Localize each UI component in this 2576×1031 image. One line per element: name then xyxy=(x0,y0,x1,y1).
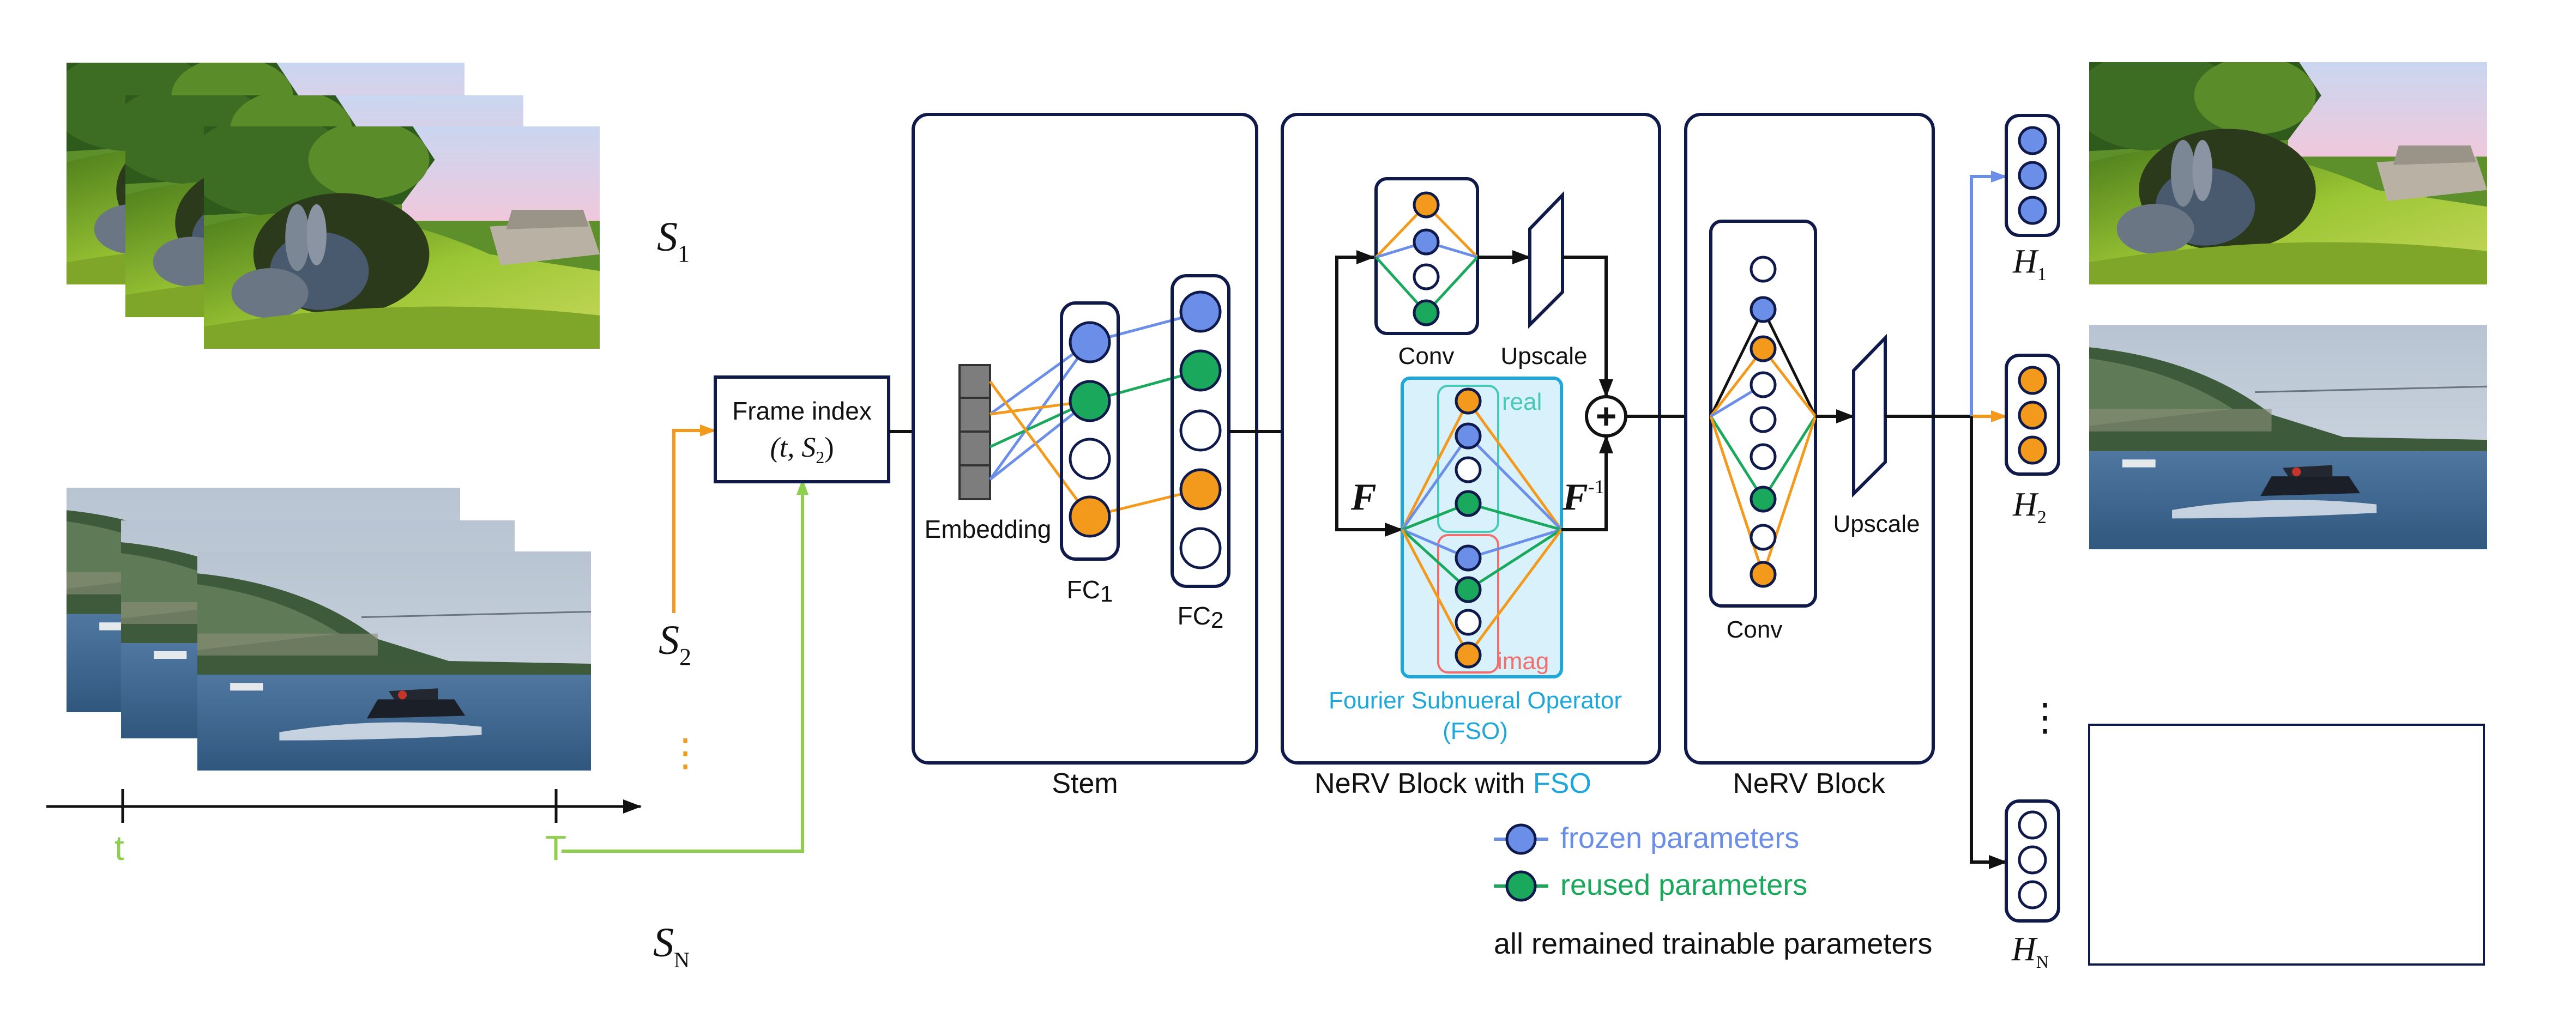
fc1-layer xyxy=(1060,301,1120,561)
frame-index-title: Frame index xyxy=(732,397,872,425)
legend-reused-marker xyxy=(1505,870,1537,902)
fc1-node-2 xyxy=(1069,380,1111,422)
fc2-node-5 xyxy=(1179,527,1222,569)
F-inverse-label: F-1 xyxy=(1562,476,1604,518)
legend: frozen parameters reused parameters all … xyxy=(1494,822,1932,960)
fso-conv-node-4 xyxy=(1413,299,1440,326)
fso-upscale-shape xyxy=(1528,191,1564,329)
timeline: t T xyxy=(46,789,642,868)
fso-edges xyxy=(1401,400,1563,656)
split-path-down xyxy=(1335,432,1403,537)
fso-imag-node-4 xyxy=(1455,641,1482,669)
fso-real-node-1 xyxy=(1455,387,1482,415)
head-h2 xyxy=(2005,354,2060,476)
fc2-node-4 xyxy=(1179,468,1222,511)
nerv-conv-node-3 xyxy=(1749,335,1777,362)
heads-ellipsis: ⋮ xyxy=(2026,696,2064,738)
fc2-node-1 xyxy=(1179,290,1222,333)
fso-imag-node-2 xyxy=(1455,576,1482,603)
nerv-conv-node-9 xyxy=(1749,561,1777,588)
nerv-block: NeRV Block Conv Upscale xyxy=(1684,113,1935,799)
stem-title: Stem xyxy=(1052,768,1118,799)
fc1-label: FC1 xyxy=(1067,575,1113,607)
fc2-node-3 xyxy=(1179,409,1222,452)
head-h2-label: H2 xyxy=(2012,486,2047,527)
output-frame-h1 xyxy=(2073,51,2487,284)
arrow-T-to-frame-index xyxy=(562,478,809,853)
fc1-node-1 xyxy=(1069,321,1111,363)
fso-conv-node-3 xyxy=(1413,263,1440,290)
legend-frozen-marker xyxy=(1505,823,1537,855)
fso-imag-group xyxy=(1437,534,1499,674)
fso-imag-node-1 xyxy=(1455,544,1482,572)
sequence-s1-frames xyxy=(67,63,600,349)
head-h1-label: H1 xyxy=(2012,243,2047,284)
embedding-stack xyxy=(958,364,991,500)
seq-label-sn: SN xyxy=(653,920,690,972)
s2-frame-front xyxy=(197,551,591,771)
fso-caption-line2: (FSO) xyxy=(1443,718,1508,744)
arrow-to-hn xyxy=(1970,416,2007,869)
nerv-conv-node-6 xyxy=(1749,443,1777,470)
arrow-upscale-to-sum xyxy=(1563,256,1613,398)
legend-frozen-label: frozen parameters xyxy=(1560,822,1799,854)
split-path-up xyxy=(1335,250,1375,432)
nerv-conv-node-1 xyxy=(1749,256,1777,283)
fc1-node-4 xyxy=(1069,495,1111,538)
nerv-conv-node-7 xyxy=(1749,486,1777,513)
fso-real-node-4 xyxy=(1455,490,1482,517)
fso-upscale-label: Upscale xyxy=(1501,343,1588,369)
fso-conv-label: Conv xyxy=(1398,343,1455,369)
fso-operator-box xyxy=(1401,377,1563,678)
s1-frame-front xyxy=(188,116,600,349)
F-label: F xyxy=(1350,476,1377,518)
head-hn xyxy=(2005,799,2060,923)
embedding-label: Embedding xyxy=(925,515,1052,543)
nerv-conv-node-5 xyxy=(1749,406,1777,433)
head-h1 xyxy=(2005,114,2060,237)
nerv-fso-block: NeRV Block with FSO F Conv Upscale real xyxy=(1281,113,1661,799)
legend-trainable-label: all remained trainable parameters xyxy=(1494,927,1932,960)
output-frame-h2 xyxy=(2089,325,2487,549)
nerv-conv-label: Conv xyxy=(1727,616,1783,643)
seq-label-s2: S2 xyxy=(659,617,691,670)
seq-label-s1: S1 xyxy=(657,214,690,267)
seq-ellipsis: ⋮ xyxy=(666,731,704,774)
fso-real-node-3 xyxy=(1455,456,1482,483)
fso-conv-node-1 xyxy=(1413,191,1440,219)
fc2-label: FC2 xyxy=(1178,602,1224,633)
nerv-conv-node-2 xyxy=(1749,296,1777,323)
fc1-node-3 xyxy=(1069,438,1111,480)
fso-caption-line1: Fourier Subnueral Operator xyxy=(1329,687,1622,714)
output-frame-hn xyxy=(2088,724,2485,966)
nerv-conv-node-4 xyxy=(1749,371,1777,398)
frame-index-box: Frame index (t, S2) xyxy=(714,375,890,483)
head-hn-label: HN xyxy=(2011,931,2049,972)
timeline-label-t: t xyxy=(114,828,124,868)
fc2-node-2 xyxy=(1179,349,1222,392)
arrow-fso-to-sum xyxy=(1561,435,1613,531)
frame-index-formula: (t, S2) xyxy=(770,432,834,467)
timeline-label-T: T xyxy=(545,828,566,868)
sequence-s2-frames xyxy=(67,488,591,771)
nerv-fso-title: NeRV Block with FSO xyxy=(1314,768,1591,799)
sum-plus: + xyxy=(1596,396,1617,436)
stem-block: Stem Embedding FC1 xyxy=(912,113,1258,799)
arrow-s2-to-frame-index xyxy=(672,424,716,613)
fso-imag-node-3 xyxy=(1455,609,1482,636)
fso-imag-label: imag xyxy=(1497,648,1549,675)
nerv-title: NeRV Block xyxy=(1733,768,1885,799)
nerv-upscale-shape xyxy=(1852,333,1887,498)
legend-reused-label: reused parameters xyxy=(1560,869,1807,901)
nerv-upscale-label: Upscale xyxy=(1833,511,1920,537)
fso-real-label: real xyxy=(1502,389,1542,415)
nerv-conv-node-8 xyxy=(1749,524,1777,551)
arrow-to-h1 xyxy=(1970,171,2007,416)
fso-real-node-2 xyxy=(1455,422,1482,450)
fso-conv-node-2 xyxy=(1413,228,1440,256)
